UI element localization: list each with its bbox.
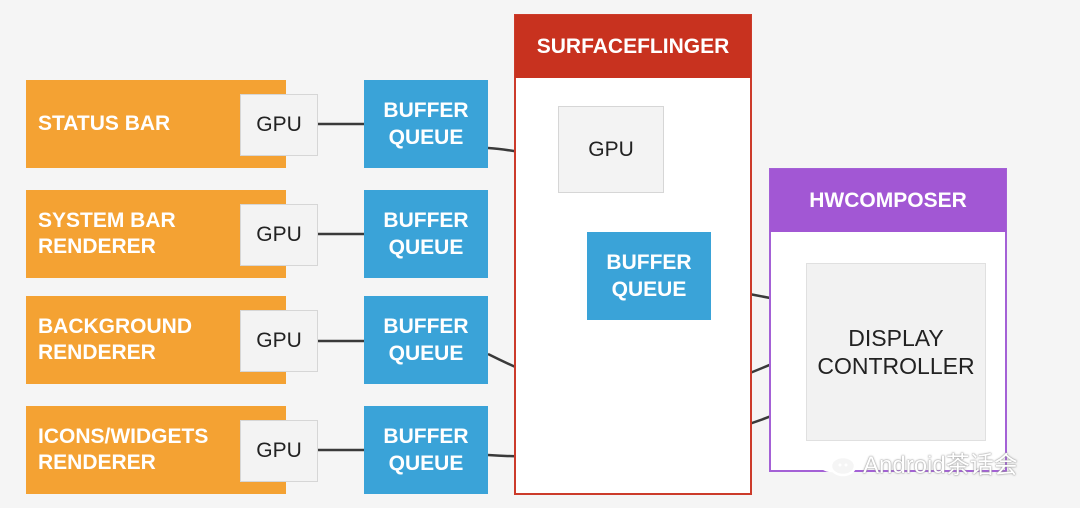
buffer-queue: BUFFER QUEUE	[364, 296, 488, 384]
display-controller-box: DISPLAY CONTROLLER	[806, 263, 986, 441]
gpu-label: GPU	[256, 329, 302, 352]
gpu-label: GPU	[256, 223, 302, 246]
wechat-icon	[816, 447, 857, 477]
gpu-box: GPU	[240, 310, 318, 372]
gpu-label: GPU	[256, 439, 302, 462]
producer-label: SYSTEM BAR RENDERER	[38, 209, 176, 258]
hwcomposer-title-label: HWCOMPOSER	[809, 188, 967, 212]
gpu-box: GPU	[240, 204, 318, 266]
gpu-box: GPU	[240, 94, 318, 156]
watermark-text: Android茶话会	[863, 451, 1018, 479]
surfaceflinger-buffer-queue: BUFFER QUEUE	[587, 232, 711, 320]
producer-label: BACKGROUND RENDERER	[38, 315, 192, 364]
surfaceflinger-title: SURFACEFLINGER	[515, 15, 751, 78]
buffer-queue: BUFFER QUEUE	[364, 406, 488, 494]
buffer-queue-label: BUFFER QUEUE	[383, 425, 469, 475]
buffer-queue: BUFFER QUEUE	[364, 190, 488, 278]
hwcomposer-title: HWCOMPOSER	[770, 169, 1006, 232]
buffer-queue: BUFFER QUEUE	[364, 80, 488, 168]
buffer-queue-label: BUFFER QUEUE	[383, 315, 469, 365]
gpu-label: GPU	[588, 137, 634, 161]
producer-label: STATUS BAR	[38, 112, 171, 135]
buffer-queue-label: BUFFER QUEUE	[383, 209, 469, 259]
buffer-queue-label: BUFFER QUEUE	[606, 251, 692, 301]
surfaceflinger-title-label: SURFACEFLINGER	[536, 34, 730, 58]
gpu-box: GPU	[240, 420, 318, 482]
watermark: Android茶话会	[815, 444, 1065, 480]
producer-label: ICONS/WIDGETS RENDERER	[38, 425, 209, 474]
display-controller-label: DISPLAY CONTROLLER	[817, 325, 975, 379]
gpu-label: GPU	[256, 113, 302, 136]
buffer-queue-label: BUFFER QUEUE	[383, 99, 469, 149]
surfaceflinger-gpu-box: GPU	[558, 106, 664, 193]
